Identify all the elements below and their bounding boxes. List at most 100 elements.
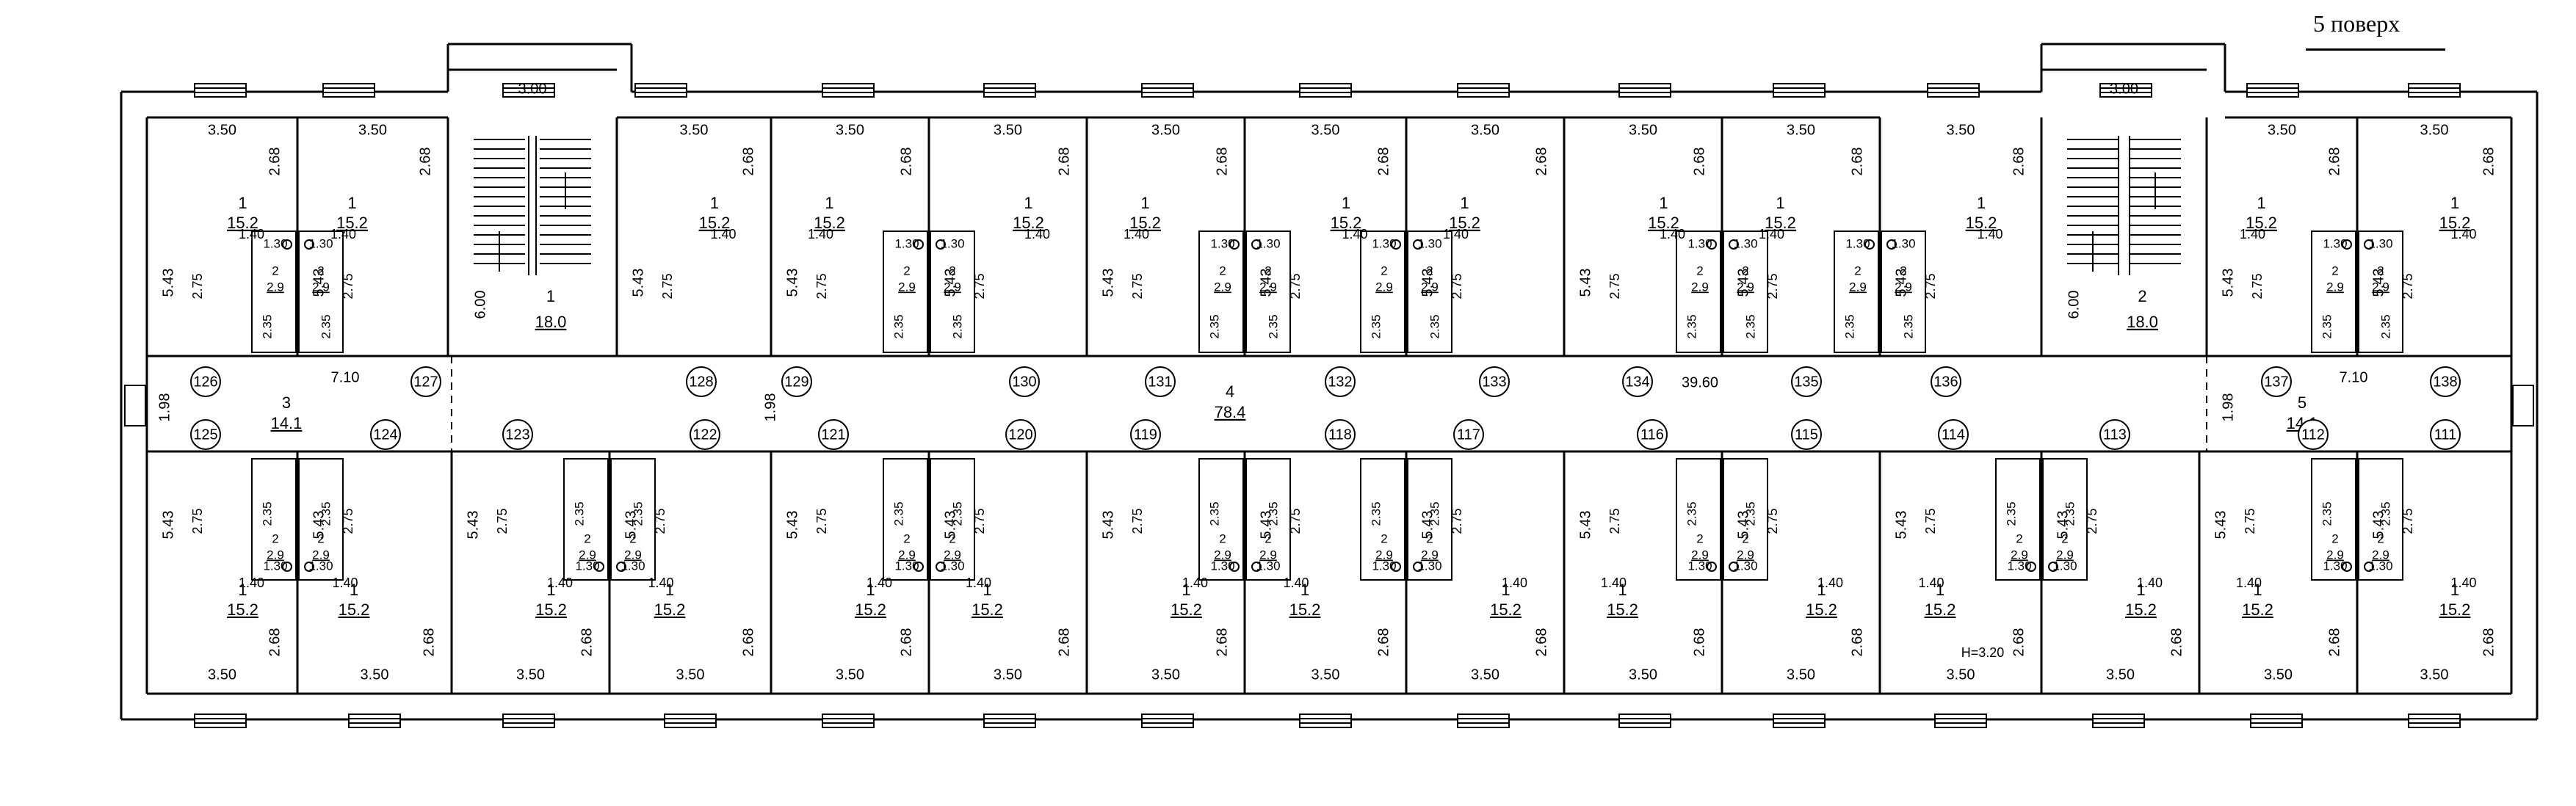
label: 3.50	[1471, 122, 1499, 138]
bathroom	[1360, 458, 1405, 581]
label: 2	[949, 264, 955, 277]
label: 2.75	[190, 273, 205, 299]
label: 2.75	[2250, 273, 2265, 299]
label: 1	[665, 581, 674, 599]
window	[1934, 714, 1987, 728]
label: 2	[2061, 531, 2068, 545]
label: 5.43	[623, 511, 639, 540]
label: 3.50	[1471, 667, 1499, 683]
toilet-icon	[2342, 562, 2352, 572]
window	[502, 714, 555, 728]
label: 2.35	[1428, 314, 1441, 338]
bathroom	[298, 230, 344, 353]
label: 2	[949, 531, 955, 545]
label: 15.2	[2439, 600, 2471, 619]
door-number-circle	[1145, 366, 1176, 397]
label: 2.75	[1923, 508, 1938, 534]
label: 1	[1342, 194, 1350, 212]
label: 2	[2377, 531, 2384, 545]
door-number: 136	[1933, 374, 1958, 390]
toilet-icon	[1729, 562, 1739, 572]
label: 2.75	[1130, 508, 1145, 534]
label: 1.40	[1182, 576, 1208, 590]
label: 1.98	[762, 393, 778, 422]
label: 2.75	[972, 508, 987, 534]
label: 2	[1265, 264, 1271, 277]
door-number-circle	[1009, 366, 1040, 397]
toilet-icon	[304, 562, 314, 572]
label: 3.50	[1629, 122, 1657, 138]
door-number: 122	[692, 426, 717, 443]
label: 1.40	[866, 576, 892, 590]
label: 2	[1742, 531, 1748, 545]
toilet-icon	[913, 562, 924, 572]
label: 15.2	[654, 600, 686, 619]
label: 5.43	[630, 269, 646, 297]
label: 2.9	[944, 280, 961, 294]
label: 2.68	[417, 148, 433, 176]
label: 1.30	[1687, 559, 1712, 573]
label: 3.50	[208, 667, 236, 683]
label: 5.43	[2370, 269, 2387, 297]
bathroom	[563, 458, 609, 581]
bathroom	[2311, 458, 2356, 581]
label: 15.2	[1806, 600, 1837, 619]
bathroom	[1723, 230, 1768, 353]
label: 2.35	[1369, 501, 1383, 526]
label: 2.9	[898, 280, 916, 294]
door-number-circle	[1622, 366, 1653, 397]
label: 1.40	[1977, 227, 2002, 242]
toilet-icon	[1229, 239, 1240, 250]
bathroom	[1995, 458, 2041, 581]
label: 1.30	[894, 559, 919, 573]
toilet-icon	[2364, 239, 2374, 250]
label: 2.9	[1259, 548, 1277, 562]
window	[1457, 714, 1510, 728]
label: 15.2	[1331, 214, 1362, 232]
label: 3.50	[2268, 122, 2296, 138]
door-number: 119	[1134, 426, 1157, 443]
label: 1.40	[1601, 576, 1627, 590]
label: 2.75	[1450, 508, 1464, 534]
label: 5	[2298, 393, 2307, 412]
window	[1773, 83, 1826, 98]
label: 1.40	[1759, 227, 1784, 242]
label: 2.9	[1691, 548, 1709, 562]
window	[1618, 714, 1671, 728]
window	[1299, 83, 1352, 98]
label: 2.68	[1849, 628, 1865, 657]
label: 15.2	[336, 214, 368, 232]
bathroom	[251, 458, 297, 581]
bathroom	[883, 230, 928, 353]
door-number-circle	[190, 419, 221, 450]
label: 15.2	[2246, 214, 2277, 232]
label: 2.35	[2320, 314, 2334, 338]
label: 6.00	[2066, 291, 2082, 319]
window	[2092, 714, 2145, 728]
label: 2.68	[1056, 628, 1072, 657]
label: 2.68	[2011, 628, 2027, 657]
window	[1457, 83, 1510, 98]
door-number: 123	[505, 426, 529, 443]
label: 1.40	[2450, 576, 2476, 590]
label: 2.75	[814, 273, 829, 299]
label: 2.9	[2011, 548, 2028, 562]
label: 1.30	[1256, 559, 1280, 573]
toilet-icon	[913, 239, 924, 250]
door-number-circle	[2261, 366, 2292, 397]
label: 18.0	[535, 313, 567, 331]
label: 2.68	[1056, 148, 1072, 176]
label: 2.75	[1765, 508, 1780, 534]
label: 2.75	[1607, 508, 1622, 534]
label: 1.30	[2007, 559, 2031, 573]
toilet-icon	[2048, 562, 2058, 572]
door-number: 111	[2434, 426, 2456, 443]
label: 3.50	[1311, 122, 1340, 138]
door-number: 125	[193, 426, 217, 443]
label: 78.4	[1215, 403, 1246, 421]
label: 2.35	[1207, 314, 1221, 338]
label: 1.30	[2368, 236, 2392, 250]
label: 2.35	[1842, 314, 1856, 338]
toilet-icon	[282, 239, 292, 250]
